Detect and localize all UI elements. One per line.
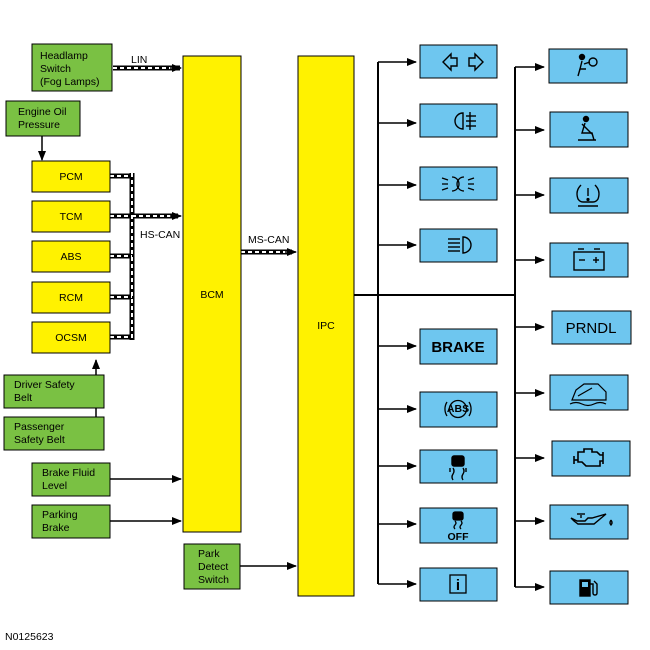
turn-signal-indicator — [419, 44, 498, 79]
svg-text:TCM: TCM — [60, 211, 83, 223]
svg-text:OFF: OFF — [448, 531, 470, 543]
check-engine-indicator — [551, 440, 631, 477]
ipc-module: IPC — [297, 55, 355, 597]
oil-pressure-icon — [570, 513, 613, 526]
tcm-module: TCM — [31, 200, 111, 233]
svg-text:Pressure: Pressure — [18, 119, 60, 131]
low-fuel-icon — [569, 383, 607, 407]
passenger-safety-belt: Passenger Safety Belt — [3, 416, 105, 451]
abs-module: ABS — [31, 240, 111, 273]
info-indicator: i — [419, 567, 498, 602]
pcm-module: PCM — [31, 160, 111, 193]
bcm-module: BCM — [182, 55, 242, 533]
svg-text:Switch: Switch — [198, 574, 229, 586]
traction-control-icon — [449, 455, 467, 481]
svg-text:Detect: Detect — [198, 561, 228, 573]
seat-belt-indicator — [549, 111, 629, 148]
svg-text:RCM: RCM — [59, 292, 83, 304]
high-beam-indicator — [419, 228, 498, 263]
parking-lamp-indicator — [419, 166, 498, 201]
svg-text:Belt: Belt — [14, 392, 32, 404]
abs-warning-icon — [444, 399, 472, 419]
battery-indicator — [549, 242, 629, 278]
fog-lamp-indicator — [419, 103, 498, 138]
hs-can-label: HS-CAN — [140, 229, 180, 241]
traction-control-indicator — [419, 449, 498, 484]
brake-fluid-level: Brake Fluid Level — [31, 462, 111, 497]
svg-text:Brake: Brake — [42, 522, 70, 534]
svg-text:Parking: Parking — [42, 509, 78, 521]
svg-text:Level: Level — [42, 480, 67, 492]
battery-icon — [573, 248, 605, 271]
seat-belt-icon — [578, 115, 596, 141]
traction-control-off-icon — [452, 511, 464, 530]
prndl-indicator: PRNDL — [551, 310, 632, 345]
lin-label: LIN — [131, 54, 147, 66]
ocsm-module: OCSM — [31, 321, 111, 354]
svg-text:BCM: BCM — [200, 289, 223, 301]
connections — [38, 58, 545, 591]
tire-pressure-indicator — [549, 177, 629, 214]
check-engine-icon — [573, 448, 604, 467]
svg-text:i: i — [456, 577, 460, 594]
svg-text:Switch: Switch — [40, 63, 71, 75]
parking-lamp-icon — [441, 176, 475, 192]
svg-text:ABS: ABS — [447, 403, 469, 415]
svg-text:Brake Fluid: Brake Fluid — [42, 467, 95, 479]
svg-text:Headlamp: Headlamp — [40, 50, 88, 62]
svg-text:Passenger: Passenger — [14, 421, 65, 433]
fuel-indicator — [549, 570, 629, 605]
engine-oil-pressure: Engine Oil Pressure — [5, 100, 81, 137]
parking-brake: Parking Brake — [31, 504, 111, 539]
ms-can-label: MS-CAN — [248, 234, 289, 246]
hs-can-bus — [110, 173, 182, 340]
park-detect-switch: Park Detect Switch — [183, 543, 241, 590]
svg-text:PCM: PCM — [59, 171, 82, 183]
svg-text:Driver Safety: Driver Safety — [14, 379, 75, 391]
svg-text:ABS: ABS — [60, 251, 81, 263]
turn-signal-icon — [442, 52, 484, 72]
brake-warning-icon: BRAKE — [431, 339, 484, 356]
high-beam-icon — [448, 236, 472, 254]
abs-warning-indicator: ABS — [419, 391, 498, 428]
headlamp-switch: Headlamp Switch (Fog Lamps) — [31, 43, 113, 92]
oil-pressure-indicator — [549, 504, 629, 540]
brake-warning-indicator: BRAKE — [419, 328, 498, 365]
rcm-module: RCM — [31, 281, 111, 314]
svg-text:IPC: IPC — [317, 320, 335, 332]
airbag-indicator — [548, 48, 628, 84]
svg-text:Park: Park — [198, 548, 220, 560]
prndl-display: PRNDL — [566, 320, 617, 337]
fog-lamp-icon — [454, 112, 476, 130]
airbag-icon — [577, 53, 598, 77]
svg-text:OCSM: OCSM — [55, 332, 87, 344]
svg-text:(Fog Lamps): (Fog Lamps) — [40, 76, 100, 88]
figure-reference: N0125623 — [5, 631, 54, 643]
low-fuel-indicator — [549, 374, 629, 411]
fuel-icon — [579, 579, 598, 597]
tire-pressure-icon — [576, 184, 600, 207]
driver-safety-belt: Driver Safety Belt — [3, 374, 105, 409]
traction-control-off-indicator: OFF — [419, 507, 498, 544]
svg-text:Safety Belt: Safety Belt — [14, 434, 65, 446]
svg-text:Engine Oil: Engine Oil — [18, 106, 66, 118]
info-icon — [449, 574, 467, 594]
